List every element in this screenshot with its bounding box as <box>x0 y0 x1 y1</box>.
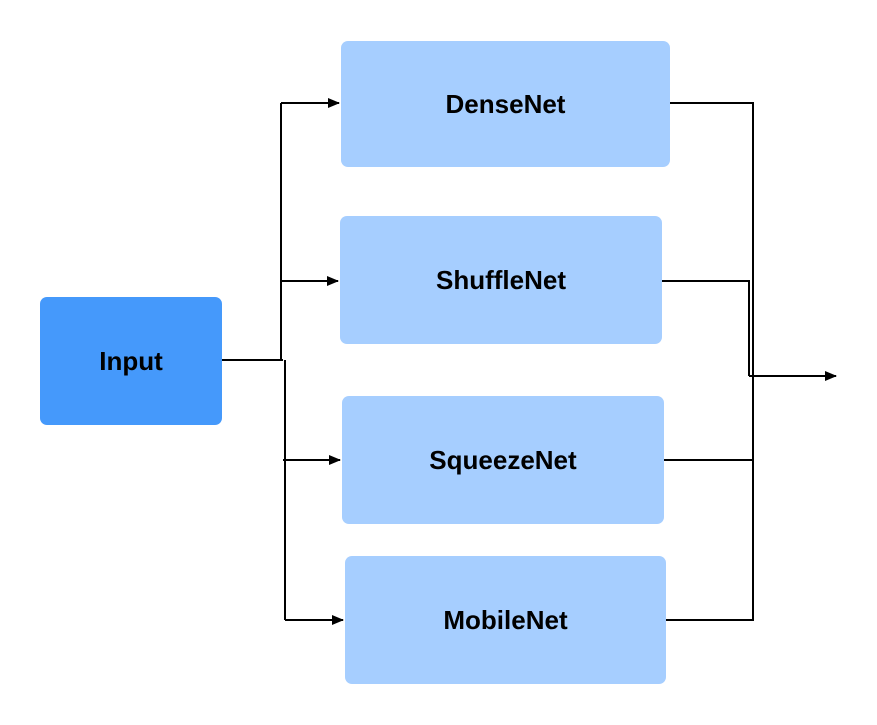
shufflenet-node: ShuffleNet <box>340 216 662 344</box>
squeezenet-node: SqueezeNet <box>342 396 664 524</box>
mobilenet-node-label: MobileNet <box>443 604 568 635</box>
densenet-node: DenseNet <box>341 41 670 167</box>
densenet-node-label: DenseNet <box>445 88 566 119</box>
shufflenet-node-label: ShuffleNet <box>436 264 566 295</box>
input-node-label: Input <box>99 345 163 376</box>
densenet-output-line <box>670 102 754 376</box>
shufflenet-output-line <box>662 280 750 376</box>
squeezenet-node-label: SqueezeNet <box>429 444 577 475</box>
input-node: Input <box>40 297 222 425</box>
mobilenet-node: MobileNet <box>345 556 666 684</box>
mobilenet-output-line <box>666 376 754 621</box>
